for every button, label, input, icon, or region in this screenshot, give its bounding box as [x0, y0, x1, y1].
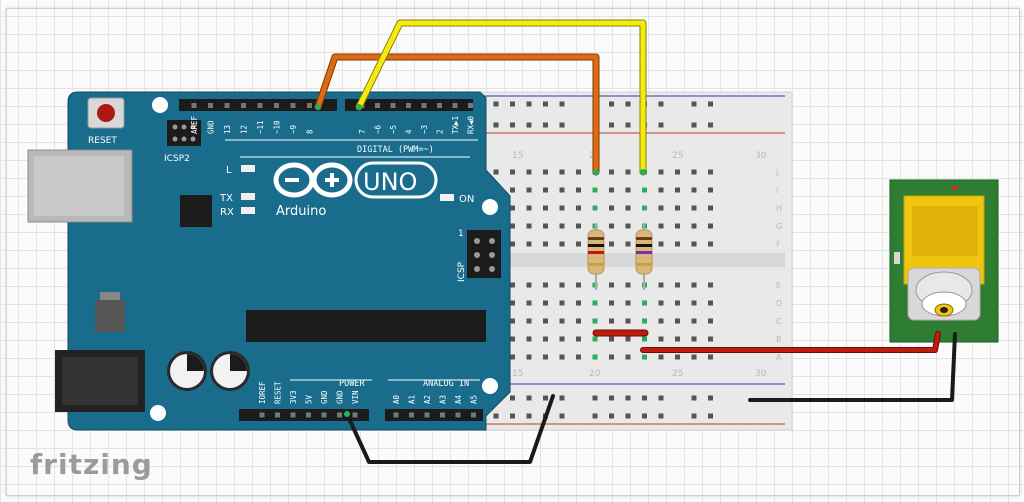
usb-chip: [180, 195, 212, 227]
digital-pin-label: ~11: [256, 120, 265, 134]
digital-pin-label: ~6: [374, 124, 383, 134]
row-letter: D: [776, 299, 782, 308]
mounting-hole: [150, 405, 166, 421]
uno-logo-text: UNO: [363, 168, 417, 196]
col-number-15-bottom: 15: [512, 369, 523, 379]
col-number-20-bottom: 20: [589, 369, 601, 379]
digital-pin-header: [179, 99, 473, 111]
wire-black-module[interactable]: [748, 332, 957, 402]
digital-header-label: DIGITAL (PWM=~): [357, 145, 434, 155]
icsp2-header: [167, 120, 201, 146]
power-pin-header: [239, 409, 369, 421]
uno-logo-badge: [354, 161, 438, 199]
mounting-hole: [152, 97, 168, 113]
digital-pin-label: ~5: [389, 125, 398, 134]
wire-black-gnd[interactable]: [345, 394, 555, 464]
row-letter: F: [776, 240, 781, 249]
analog-pin-header: [385, 409, 483, 421]
analog-pin-label: A0: [392, 394, 401, 404]
arduino-brand-text: Arduino: [276, 204, 326, 219]
analog-header-label: ANALOG IN: [423, 379, 469, 389]
wire-yellow[interactable]: [355, 19, 647, 176]
icsp-pin1-label: 1: [458, 229, 464, 239]
reset-label: RESET: [88, 136, 117, 146]
led-on: [440, 194, 454, 201]
power-pin-label: 5V: [305, 394, 314, 404]
atmega-chip: [246, 310, 486, 342]
sketch-frame: [6, 8, 1020, 496]
led-on-label: ON: [459, 194, 474, 205]
col-number-30-bottom: 30: [755, 369, 767, 379]
led-tx: [241, 193, 255, 200]
digital-pin-label: ~3: [420, 125, 429, 134]
col-number-25: 25: [672, 151, 683, 161]
digital-pin-label: 4: [405, 129, 414, 134]
digital-pin-label: AREF: [190, 115, 199, 134]
digital-pin-label: 13: [223, 125, 232, 134]
digital-pin-label: ~10: [273, 120, 282, 134]
row-letter: J: [775, 168, 778, 177]
analog-pin-label: A5: [470, 395, 479, 404]
col-number-30: 30: [755, 151, 767, 161]
digital-pin-label: 7: [358, 129, 367, 134]
digital-pin-label: 2: [436, 129, 445, 134]
led-l: [241, 165, 255, 172]
icsp-label: ICSP: [457, 261, 467, 282]
arduino-infinity-logo: [273, 162, 353, 198]
mounting-hole: [482, 378, 498, 394]
power-header-label: POWER: [339, 379, 365, 389]
resistor-1[interactable]: [587, 224, 605, 290]
power-pin-label: IOREF: [258, 381, 267, 404]
voltage-regulator: [95, 300, 125, 332]
col-number-15: 15: [512, 151, 523, 161]
analog-pin-label: A1: [408, 395, 417, 404]
row-letter: I: [776, 186, 778, 195]
power-pin-label: GND: [336, 390, 345, 404]
analog-pin-label: A3: [439, 395, 448, 404]
digital-pin-label: GND: [207, 120, 216, 134]
analog-pin-label: A2: [423, 395, 432, 404]
led-rx-label: RX: [220, 207, 234, 218]
audio-jack-module[interactable]: [889, 179, 999, 343]
resistor-2[interactable]: [635, 224, 653, 290]
digital-pin-label: TX▶1: [451, 116, 460, 134]
led-rx: [241, 207, 255, 214]
row-letter: G: [776, 222, 782, 231]
fritzing-watermark: fritzing: [30, 448, 153, 481]
row-letter: A: [776, 353, 782, 362]
led-tx-label: TX: [219, 193, 233, 204]
mounting-hole: [482, 199, 498, 215]
digital-pin-label: 12: [240, 125, 249, 134]
capacitor: [167, 351, 207, 391]
analog-pin-label: A4: [454, 394, 463, 404]
digital-pin-label: ~9: [289, 125, 298, 134]
power-pin-label: VIN: [351, 390, 360, 404]
power-pin-label: GND: [320, 390, 329, 404]
digital-pin-label: RX◀0: [467, 115, 476, 134]
wire-orange[interactable]: [314, 53, 600, 176]
row-letter: E: [776, 281, 781, 290]
led-l-label: L: [226, 165, 232, 176]
row-letter: B: [776, 335, 782, 344]
icsp2-label: ICSP2: [164, 154, 190, 164]
power-pin-label: RESET: [274, 381, 283, 404]
row-letter: H: [776, 204, 782, 213]
icsp-header: [467, 230, 501, 278]
capacitor: [210, 351, 250, 391]
row-letter: C: [776, 317, 782, 326]
col-number-25-bottom: 25: [672, 369, 683, 379]
digital-pin-label: 8: [306, 129, 315, 134]
reset-button-cap[interactable]: [97, 104, 115, 122]
power-pin-label: 3V3: [289, 390, 298, 404]
wire-red[interactable]: [640, 331, 941, 353]
